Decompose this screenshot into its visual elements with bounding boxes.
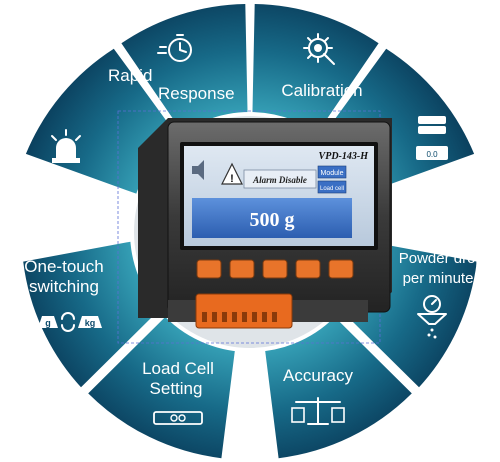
powder-label-line2: per minute — [403, 270, 474, 287]
weight-value: 500 g — [250, 209, 295, 231]
function-key-2[interactable] — [229, 259, 255, 279]
module-button[interactable] — [317, 165, 347, 179]
segment-one-touch-switching[interactable] — [23, 240, 167, 388]
gear-wrench-icon — [303, 33, 335, 65]
warning-triangle-icon — [221, 162, 243, 185]
segment-rapid-response[interactable] — [121, 4, 248, 140]
device-model-label: VPD-143-H — [319, 151, 370, 162]
loadcell-label-line2: Setting — [150, 379, 203, 398]
segment-load-cell-setting[interactable] — [88, 311, 236, 459]
loadcell-button-label: Load cell — [320, 186, 344, 192]
scale-readout: 0.0 — [426, 150, 438, 159]
accuracy-label: Accuracy — [283, 366, 353, 385]
unit-from-label: g — [45, 318, 51, 328]
calibration-label: Calibration — [281, 81, 362, 100]
scale-zero-icon: 0.0 — [416, 116, 448, 160]
unit-switch-icon: g kg — [38, 312, 102, 332]
rapid-label-line1: Rapid — [108, 66, 152, 85]
weight-value-bar — [192, 198, 352, 238]
loadcell-label-line1: Load Cell — [142, 359, 214, 378]
onetouch-label-line1: One-touch — [24, 257, 103, 276]
balance-scale-icon — [291, 397, 345, 425]
stopwatch-icon — [157, 34, 192, 62]
unit-to-label: kg — [85, 318, 96, 328]
terminal-pins — [202, 312, 277, 322]
loadcell-button[interactable] — [317, 180, 347, 194]
terminal-connector — [195, 293, 293, 329]
funnel-gauge-icon — [417, 295, 447, 339]
segment-calibration[interactable] — [252, 4, 379, 140]
function-keys — [196, 259, 354, 279]
function-key-5[interactable] — [328, 259, 354, 279]
powder-label-line1: Powder drops — [399, 250, 492, 267]
alarm-status-box — [243, 169, 317, 189]
weighing-controller-device: VPD-143-H ! Alarm Disable Module Load ce… — [117, 110, 392, 344]
function-key-4[interactable] — [295, 259, 321, 279]
onetouch-label-line2: switching — [29, 277, 99, 296]
lowalarm-label: Low Alarm — [18, 187, 97, 206]
load-cell-icon — [153, 411, 203, 425]
rapid-label-line2: Response — [158, 84, 235, 103]
module-button-label: Module — [321, 170, 344, 177]
warning-mark: ! — [230, 173, 234, 185]
function-key-1[interactable] — [196, 259, 222, 279]
function-key-3[interactable] — [262, 259, 288, 279]
reset-label: Reset to zero — [386, 183, 487, 202]
alarm-status-text: Alarm Disable — [252, 175, 307, 185]
alarm-beacon-icon — [51, 129, 81, 163]
mute-speaker-icon — [192, 160, 204, 180]
